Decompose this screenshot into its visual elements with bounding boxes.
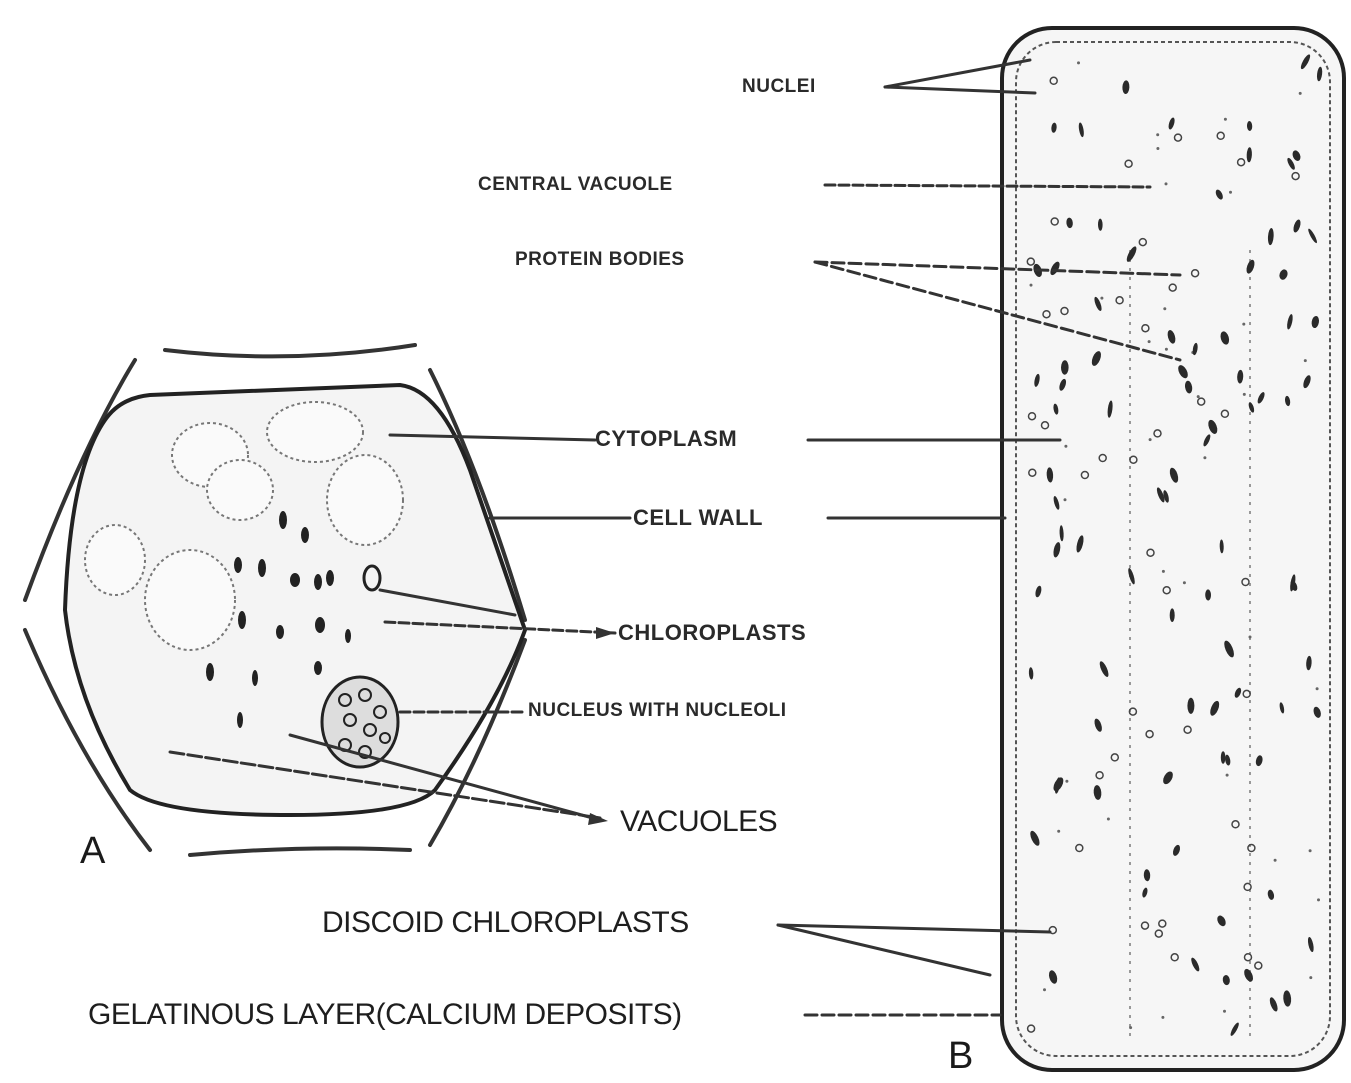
cell-b-particle [1165,182,1168,185]
label-vacuoles: VACUOLES [620,805,777,839]
label-central-vacuole: CENTRAL VACUOLE [478,174,673,196]
cell-b-particle [1242,323,1245,326]
cell-b-particle [1065,780,1068,783]
label-cell-wall: CELL WALL [633,505,763,531]
cell-b-particle [1221,751,1226,764]
cell-b-particle [1274,859,1277,862]
cell-b-particle [1170,608,1175,622]
cell-b-particle [1229,191,1232,194]
label-gelatinous-layer: GELATINOUS LAYER(CALCIUM DEPOSITS) [88,998,682,1032]
cell-b-particle [1156,147,1159,150]
label-chloroplasts: CHLOROPLASTS [618,620,806,646]
cell-b-particle [1148,340,1151,343]
cell-b-particle [1064,498,1067,501]
label-nucleus-with-nucleoli: NUCLEUS WITH NUCLEOLI [528,700,787,722]
cell-b-particle [1249,636,1252,639]
cell-b-particle [1064,445,1067,448]
label-discoid-chloroplasts: DISCOID CHLOROPLASTS [322,906,689,940]
cell-b-particle [1162,570,1165,573]
figure-letter-b: B [948,1035,974,1078]
cell-b-particle [1316,687,1319,690]
cell-b-particle [1030,284,1033,287]
cell-b-particle [1156,133,1159,136]
label-nuclei: NUCLEI [742,76,816,98]
cell-b-particle [1299,92,1302,95]
cell-b [1002,28,1344,1070]
cell-b-particle [1057,830,1060,833]
cell-b-particle [1183,581,1186,584]
cell-b-particle [1129,1026,1132,1029]
arrow-heads [588,627,615,825]
cell-b-particle [1100,297,1103,300]
cell-b-particle [1107,818,1110,821]
label-protein-bodies: PROTEIN BODIES [515,249,685,271]
cell-b-particle [1077,61,1080,64]
cell-b-particle [1309,976,1312,979]
cell-b-particle [1149,438,1152,441]
cell-b-particle [1043,988,1046,991]
cell-b-particle [1226,774,1229,777]
cell-b-particle [1203,456,1206,459]
figure-letter-a: A [80,830,106,873]
cell-b-particle [1317,898,1320,901]
cell-b-particle [1309,849,1312,852]
cell-b-particle [1197,395,1200,398]
cell-b-particle [1243,393,1246,396]
label-cytoplasm: CYTOPLASM [595,426,737,452]
cell-b-particle [1161,1016,1164,1019]
cell-b-particle [1304,359,1307,362]
central-vacuole-leader [825,185,1150,187]
discoid-chloroplasts-leader-2 [778,925,990,975]
cell-b-particle [1224,118,1227,121]
cell-b-particle [1187,698,1194,714]
cell-b-particle [1165,348,1168,351]
cell-b-particle [1223,1010,1226,1013]
cell-b-particle [1163,307,1166,310]
